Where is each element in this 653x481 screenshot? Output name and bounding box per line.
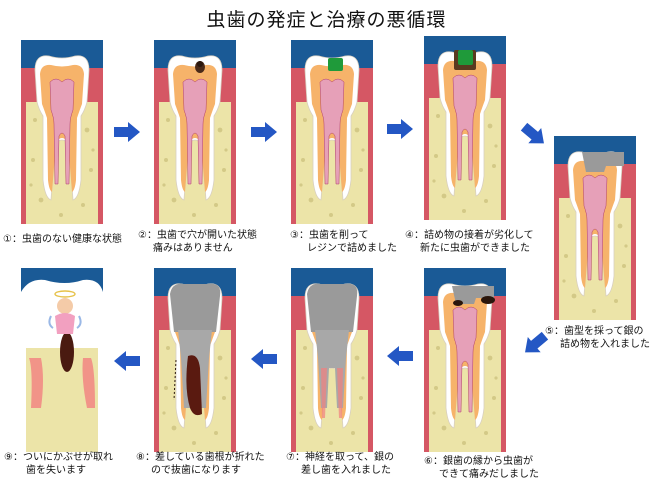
arrow-left-6-7: [386, 345, 414, 367]
post-crown-illustration: [291, 268, 373, 452]
step-caption-7-line1: ⑦：神経を取って、銀の: [286, 452, 394, 463]
tooth-panel-6: [424, 268, 506, 452]
arrow-left-icon: [387, 346, 413, 366]
step-caption-8: ⑧：差している歯根が折れた ので抜歯になります: [136, 451, 265, 477]
step-caption-7: ⑦：神経を取って、銀の 差し歯を入れました: [286, 451, 394, 477]
step-caption-8-line2: ので抜歯になります: [151, 465, 241, 476]
silver-inlay-illustration: [554, 136, 636, 320]
step-caption-1-line1: ①：虫歯のない健康な状態: [3, 234, 122, 245]
step-caption-9: ⑨：ついにかぶせが取れ 歯を失います: [4, 451, 113, 477]
root-fracture-illustration: [154, 268, 236, 452]
step-caption-5: ⑤：歯型を採って銀の 詰め物を入れました: [545, 325, 650, 351]
step-caption-3-line2: レジンで詰めました: [307, 243, 397, 254]
arrow-left-icon: [251, 349, 277, 369]
healthy-tooth-illustration: [21, 40, 103, 224]
arrow-left-8-9: [113, 350, 141, 372]
arrow-left-icon: [114, 351, 140, 371]
step-caption-4: ④：詰め物の接着が劣化して 新たに虫歯ができました: [405, 229, 534, 255]
tooth-panel-5: [554, 136, 636, 320]
arrow-right-icon: [114, 122, 140, 142]
step-caption-4-line1: ④：詰め物の接着が劣化して: [405, 230, 534, 241]
arrow-right-2-3: [250, 121, 278, 143]
cavity-tooth-illustration: [154, 40, 236, 224]
step-caption-8-line1: ⑧：差している歯根が折れた: [136, 452, 265, 463]
step-caption-2-line2: 痛みはありません: [153, 243, 233, 254]
step-caption-9-line2: 歯を失います: [26, 465, 86, 476]
tooth-panel-1: [21, 40, 103, 224]
tooth-panel-9: [21, 268, 103, 452]
tooth-panel-2: [154, 40, 236, 224]
arrow-right-icon: [251, 122, 277, 142]
step-caption-7-line2: 差し歯を入れました: [301, 465, 391, 476]
secondary-decay-illustration: [424, 36, 506, 220]
arrow-right-1-2: [113, 121, 141, 143]
tooth-panel-3: [291, 40, 373, 224]
step-caption-6-line1: ⑥：銀歯の縁から虫歯が: [424, 456, 533, 467]
decay-under-silver-illustration: [424, 268, 506, 452]
tooth-loss-illustration: [21, 268, 103, 452]
step-caption-6: ⑥：銀歯の縁から虫歯が できて痛みだしました: [424, 455, 539, 481]
page-title: 虫歯の発症と治療の悪循環: [206, 9, 447, 31]
step-caption-9-line1: ⑨：ついにかぶせが取れ: [4, 452, 113, 463]
arrow-diagonal-down-icon: [520, 122, 544, 144]
step-caption-6-line2: できて痛みだしました: [439, 469, 539, 480]
step-caption-5-line2: 詰め物を入れました: [560, 339, 650, 350]
arrow-left-7-8: [250, 348, 278, 370]
arrow-right-3-4: [386, 118, 414, 140]
arrow-right-icon: [387, 119, 413, 139]
tooth-panel-4: [424, 36, 506, 220]
step-caption-3: ③：虫歯を削って レジンで詰めました: [290, 229, 397, 255]
tooth-panel-7: [291, 268, 373, 452]
arrow-diagonal-down-icon: [525, 331, 549, 353]
resin-filling-illustration: [291, 40, 373, 224]
step-caption-4-line2: 新たに虫歯ができました: [420, 243, 530, 254]
arrow-diagonal-down-4-5: [516, 118, 552, 153]
step-caption-2-line1: ②：虫歯で穴が開いた状態: [138, 230, 257, 241]
arrow-diagonal-down-5-6: [517, 327, 553, 362]
tooth-panel-8: [154, 268, 236, 452]
step-caption-1: ①：虫歯のない健康な状態: [3, 233, 122, 246]
step-caption-5-line1: ⑤：歯型を採って銀の: [545, 326, 644, 337]
step-caption-2: ②：虫歯で穴が開いた状態 痛みはありません: [138, 229, 257, 255]
step-caption-3-line1: ③：虫歯を削って: [290, 230, 369, 241]
